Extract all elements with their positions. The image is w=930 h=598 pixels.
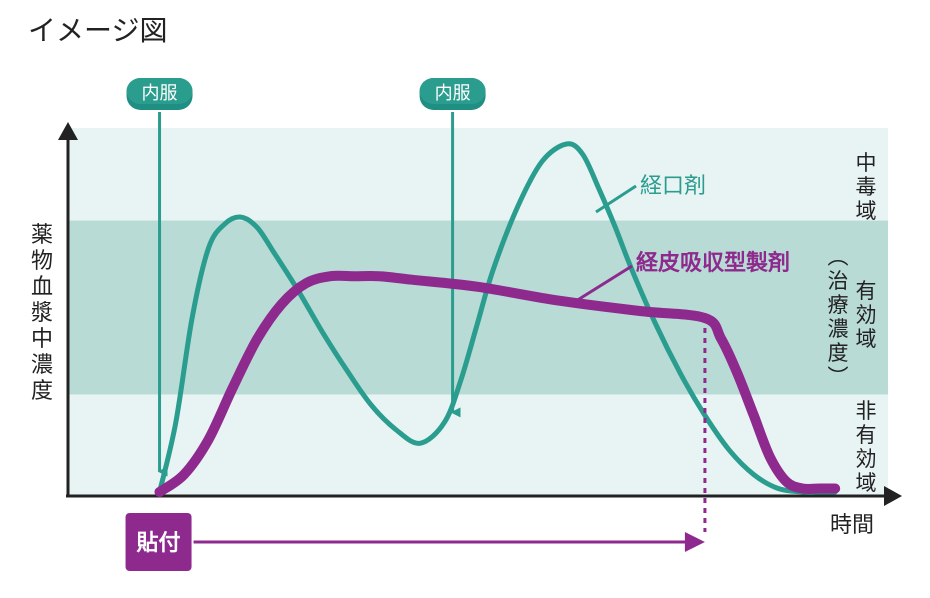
series-line-oral: [157, 141, 838, 495]
series-label-oral: 経口剤: [640, 174, 706, 199]
dose-label: 内服: [435, 83, 471, 104]
oral-leader-line: [595, 184, 637, 214]
patch-duration-arrowhead: [684, 532, 705, 552]
zone-label-toxic: 中毒域: [856, 151, 877, 223]
series-label-transdermal: 経皮吸収型製剤: [636, 250, 790, 276]
dose-pill-1: 内服: [126, 78, 193, 110]
page-title: イメージ図: [28, 14, 167, 47]
series-line-transdermal: [154, 270, 841, 497]
transdermal-leader-line: [567, 264, 633, 308]
effective-zone-band: [68, 220, 888, 395]
patch-label: 貼付: [137, 530, 181, 556]
pill-icon-top: [126, 78, 193, 104]
x-axis-arrowhead: [884, 486, 902, 506]
patch-badge: [125, 513, 192, 571]
toxic-zone-band: [68, 128, 888, 221]
y-axis-label: 薬物血漿中濃度: [31, 223, 53, 404]
zone-label-ineffective: 非有効域: [856, 399, 877, 495]
x-axis-label: 時間: [830, 513, 874, 538]
zone-label-effective-sub: ︵治療濃度︶: [828, 245, 849, 389]
pill-icon-top: [419, 78, 486, 104]
dose-pill-2: 内服: [419, 78, 486, 110]
dose-label: 内服: [142, 83, 178, 104]
zone-label-effective: 有効域: [856, 279, 877, 351]
y-axis-arrowhead: [58, 122, 78, 140]
